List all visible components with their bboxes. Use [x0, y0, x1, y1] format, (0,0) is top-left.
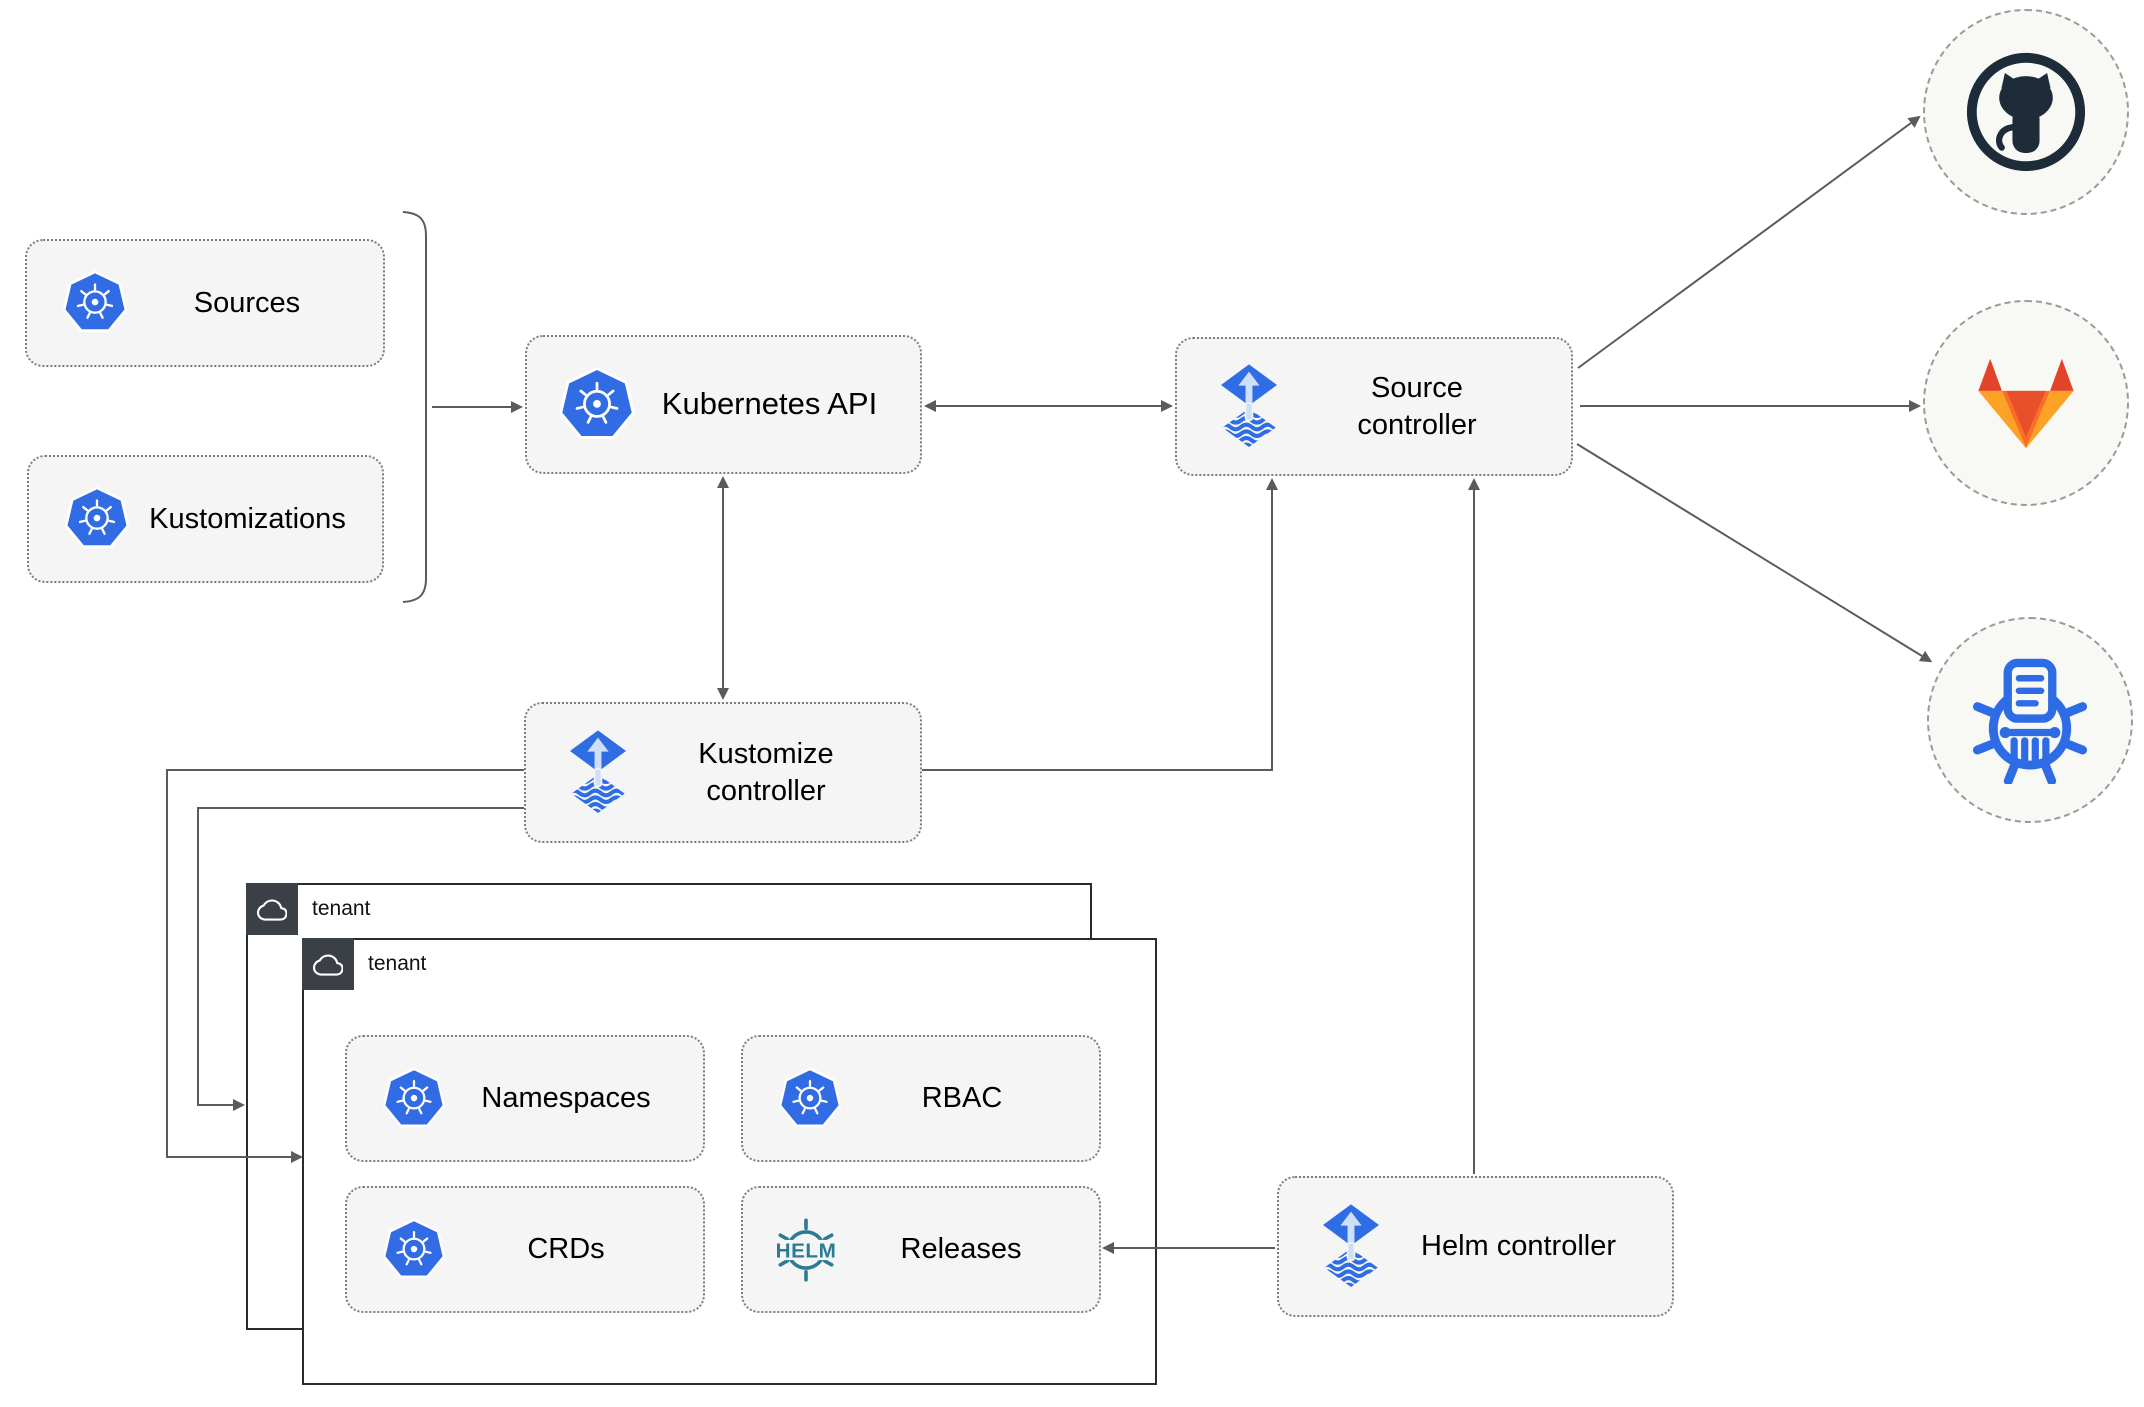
- node-label: Kubernetes API: [661, 386, 878, 422]
- node-crds: CRDs: [345, 1186, 705, 1313]
- endpoint-github: [1923, 9, 2129, 215]
- flux-icon: [566, 730, 630, 816]
- node-label: Kustomize controller: [698, 738, 834, 807]
- node-source-controller: Source controller: [1175, 337, 1573, 476]
- node-rbac: RBAC: [741, 1035, 1101, 1162]
- kubernetes-icon: [381, 1218, 447, 1282]
- github-logo-icon: [1963, 49, 2089, 175]
- edge-source-to-github: [1577, 115, 1921, 369]
- node-kustomizations: Kustomizations: [27, 455, 384, 583]
- node-sources: Sources: [25, 239, 385, 367]
- node-kubernetes-api: Kubernetes API: [525, 335, 922, 474]
- node-label: Sources: [193, 286, 301, 319]
- tenant-badge: [302, 938, 354, 990]
- node-label: CRDs: [527, 1233, 605, 1266]
- node-label: Namespaces: [481, 1082, 651, 1115]
- kubernetes-icon: [61, 270, 129, 336]
- kubernetes-icon: [777, 1067, 843, 1131]
- node-helm-controller: Helm controller: [1277, 1176, 1674, 1317]
- node-label: Kustomizations: [149, 502, 346, 535]
- node-label: Releases: [900, 1233, 1022, 1266]
- flux-icon: [1217, 364, 1281, 450]
- tenant-label: tenant: [312, 897, 371, 920]
- node-releases: Releases: [741, 1186, 1101, 1313]
- node-namespaces: Namespaces: [345, 1035, 705, 1162]
- cloud-icon: [257, 897, 287, 922]
- node-label: Source controller: [1357, 372, 1477, 441]
- kubernetes-icon: [63, 486, 131, 552]
- edge-source-to-helm-repository: [1576, 443, 1933, 663]
- node-label: RBAC: [921, 1082, 1003, 1115]
- kubernetes-icon: [557, 366, 637, 444]
- tenant-label: tenant: [368, 952, 427, 975]
- helm-icon: [771, 1215, 841, 1285]
- kubernetes-icon: [381, 1067, 447, 1131]
- edge-bracket: [402, 211, 427, 603]
- helm-repository-icon: [1966, 656, 2094, 784]
- endpoint-helm-repository: [1927, 617, 2133, 823]
- gitlab-logo-icon: [1970, 353, 2082, 454]
- tenant-badge: [246, 883, 298, 935]
- tenant-group-front: tenant Namespaces RBAC CRDs Releases: [302, 938, 1157, 1385]
- flux-icon: [1319, 1204, 1383, 1290]
- edge-kustomize-to-source: [922, 478, 1278, 771]
- endpoint-gitlab: [1923, 300, 2129, 506]
- node-label: Helm controller: [1421, 1230, 1616, 1263]
- node-kustomize-controller: Kustomize controller: [524, 702, 922, 843]
- cloud-icon: [313, 952, 343, 977]
